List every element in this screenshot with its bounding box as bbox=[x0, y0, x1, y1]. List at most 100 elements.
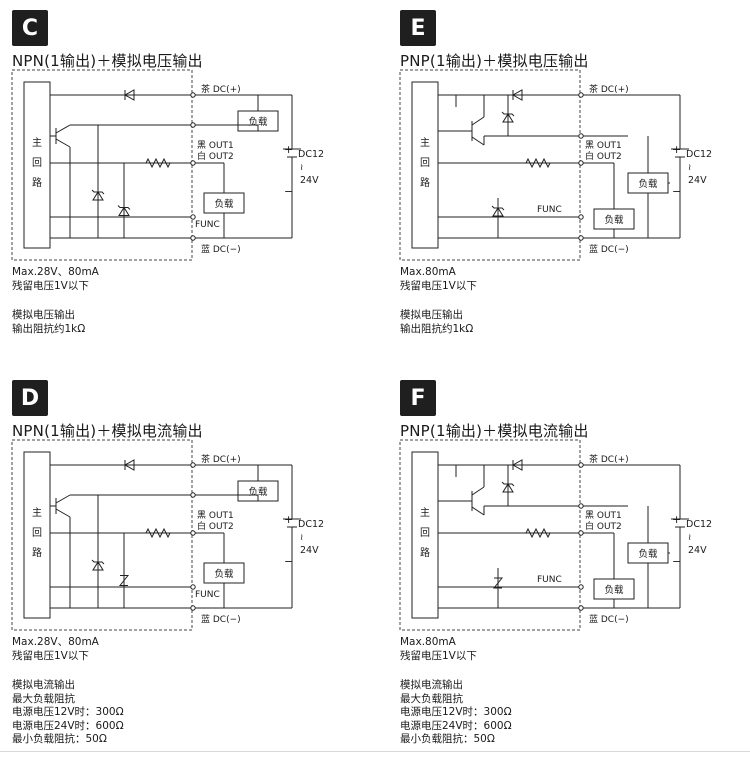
panel-title: NPN(1输出)＋模拟电流输出 bbox=[12, 422, 203, 440]
load-label: 负载 bbox=[604, 214, 624, 226]
terminal-dot bbox=[578, 530, 584, 536]
supply-voltage: DC12 bbox=[298, 149, 324, 160]
main-circuit-label: 路 bbox=[420, 176, 430, 189]
zener-diode-icon bbox=[92, 561, 104, 571]
main-circuit-block bbox=[411, 451, 439, 619]
supply-minus: − bbox=[672, 185, 681, 198]
zener-bar bbox=[117, 205, 131, 210]
terminal-dc-plus: 茶 DC(+) bbox=[201, 453, 241, 465]
terminal-dot bbox=[578, 605, 584, 611]
output-notes: 模拟电压输出输出阻抗约1kΩ bbox=[12, 309, 85, 336]
terminal-func: FUNC bbox=[537, 205, 562, 215]
terminal-out1: 黑 OUT1 bbox=[585, 510, 622, 521]
spec-line: Max.28V、80mA bbox=[12, 266, 99, 278]
terminal-dc-plus: 茶 DC(+) bbox=[201, 83, 241, 95]
zener-bar bbox=[91, 189, 105, 195]
panel-title: PNP(1输出)＋模拟电压输出 bbox=[400, 52, 589, 70]
supply-plus: + bbox=[672, 143, 681, 156]
terminal-out1: 黑 OUT1 bbox=[197, 140, 234, 151]
panel-letter-badge: D bbox=[12, 380, 48, 416]
panel-letter-badge: E bbox=[400, 10, 436, 46]
transistor-emitter bbox=[471, 116, 485, 126]
transistor-emitter bbox=[471, 486, 485, 496]
terminal-dot bbox=[578, 503, 584, 509]
spec-line: Max.80mA bbox=[400, 266, 456, 278]
terminal-out2: 白 OUT2 bbox=[197, 150, 234, 162]
terminal-out1: 黑 OUT1 bbox=[585, 140, 622, 151]
terminal-dot bbox=[190, 214, 196, 220]
note-line: 输出阻抗约1kΩ bbox=[400, 322, 474, 335]
zener-bar bbox=[491, 205, 505, 211]
transistor-emitter bbox=[55, 138, 71, 148]
note-line: 电源电压12V时：300Ω bbox=[12, 706, 124, 718]
bottom-divider bbox=[0, 751, 750, 752]
terminal-dc-plus: 茶 DC(+) bbox=[589, 453, 629, 465]
diode-icon bbox=[511, 459, 523, 471]
resistor-icon bbox=[525, 157, 551, 169]
main-circuit-label: 路 bbox=[32, 176, 42, 189]
terminal-dc-minus: 蓝 DC(−) bbox=[589, 613, 629, 625]
panel-title: NPN(1输出)＋模拟电压输出 bbox=[12, 52, 203, 70]
transistor-collector bbox=[55, 494, 71, 504]
main-circuit-label: 路 bbox=[420, 546, 430, 559]
terminal-dot bbox=[578, 462, 584, 468]
main-circuit-label: 路 bbox=[32, 546, 42, 559]
main-circuit-label: 主 bbox=[32, 137, 42, 149]
terminal-dot bbox=[190, 160, 196, 166]
supply-voltage: DC12 bbox=[686, 519, 712, 530]
supply-voltage2: 24V bbox=[300, 175, 319, 186]
zener-diode-icon bbox=[118, 206, 130, 216]
terminal-out1: 黑 OUT1 bbox=[197, 510, 234, 521]
spec-line: 残留电压1V以下 bbox=[12, 649, 89, 662]
terminal-dot bbox=[578, 584, 584, 590]
diode-icon bbox=[123, 89, 135, 101]
zener-bar bbox=[91, 559, 105, 565]
panel-letter-badge: F bbox=[400, 380, 436, 416]
note-line: 电源电压12V时：300Ω bbox=[400, 706, 512, 718]
main-circuit-label: 回 bbox=[32, 157, 42, 169]
load-label: 负载 bbox=[214, 198, 234, 210]
terminal-dot bbox=[190, 584, 196, 590]
note-line: 模拟电流输出 bbox=[400, 679, 463, 691]
note-line: 最小负载阻抗：50Ω bbox=[12, 733, 107, 745]
diode-icon bbox=[511, 89, 523, 101]
current-source-icon bbox=[118, 575, 130, 586]
terminal-dc-minus: 蓝 DC(−) bbox=[201, 243, 241, 255]
supply-plus: + bbox=[672, 513, 681, 526]
terminal-out2: 白 OUT2 bbox=[585, 520, 622, 532]
terminal-func: FUNC bbox=[195, 220, 220, 230]
load-label: 负载 bbox=[604, 584, 624, 596]
supply-voltage: DC12 bbox=[686, 149, 712, 160]
panel-title: PNP(1输出)＋模拟电流输出 bbox=[400, 422, 589, 440]
supply-plus: + bbox=[284, 143, 293, 156]
supply-tilde: ≀ bbox=[688, 533, 691, 543]
zener-bar bbox=[501, 111, 515, 117]
resistor-icon bbox=[525, 527, 551, 539]
supply-voltage2: 24V bbox=[688, 175, 707, 186]
panel-letter-badge: C bbox=[12, 10, 48, 46]
supply-minus: − bbox=[284, 555, 293, 568]
resistor-icon bbox=[145, 527, 171, 539]
note-line: 最小负载阻抗：50Ω bbox=[400, 733, 495, 745]
main-circuit-label: 主 bbox=[420, 137, 430, 149]
terminal-func: FUNC bbox=[537, 575, 562, 585]
spec-line: Max.80mA bbox=[400, 636, 456, 648]
load1-return bbox=[193, 124, 259, 131]
terminal-dot bbox=[578, 92, 584, 98]
note-line: 电源电压24V时：600Ω bbox=[12, 719, 124, 732]
supply-tilde: ≀ bbox=[300, 163, 303, 173]
terminal-dot bbox=[190, 235, 196, 241]
terminal-dot bbox=[190, 492, 196, 498]
terminal-dot bbox=[190, 530, 196, 536]
output-notes: 模拟电压输出输出阻抗约1kΩ bbox=[400, 309, 473, 336]
note-line: 模拟电流输出 bbox=[12, 679, 75, 691]
load-label: 负载 bbox=[638, 178, 658, 190]
